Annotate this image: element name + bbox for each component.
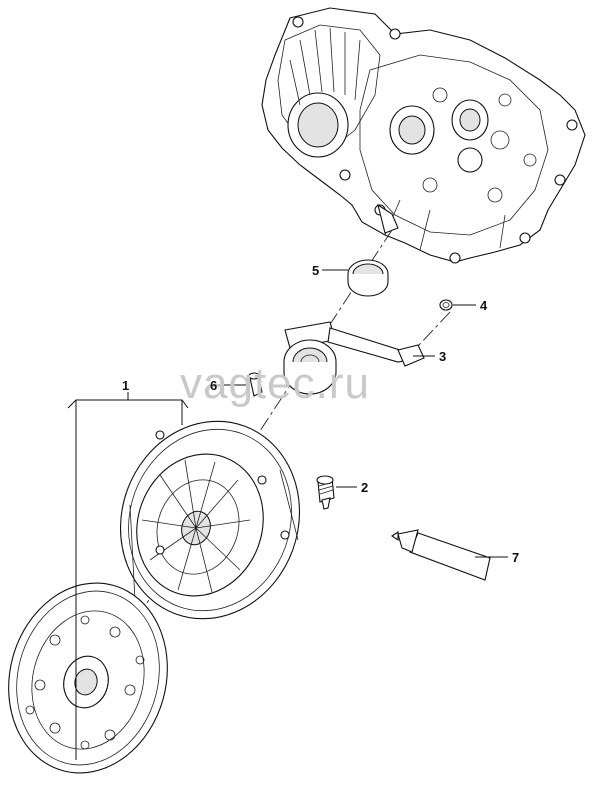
callout-2: 2	[361, 480, 368, 495]
clutch-disc	[8, 582, 168, 774]
guide-bolt	[316, 475, 335, 510]
pressure-plate	[119, 420, 301, 620]
o-ring	[439, 299, 453, 311]
bolt	[248, 372, 263, 397]
callout-7: 7	[512, 550, 519, 565]
gearbox-housing	[261, 7, 586, 264]
release-bearing	[283, 321, 425, 395]
callout-4: 4	[480, 298, 488, 313]
callout-6: 6	[210, 378, 217, 393]
callout-5: 5	[312, 263, 319, 278]
seal-ring	[347, 259, 389, 297]
watermark-text: vagtec.ru	[180, 359, 370, 408]
callout-3: 3	[439, 349, 446, 364]
leader-lines	[67, 269, 508, 760]
callout-1: 1	[122, 378, 129, 393]
grease-tube	[391, 529, 491, 581]
